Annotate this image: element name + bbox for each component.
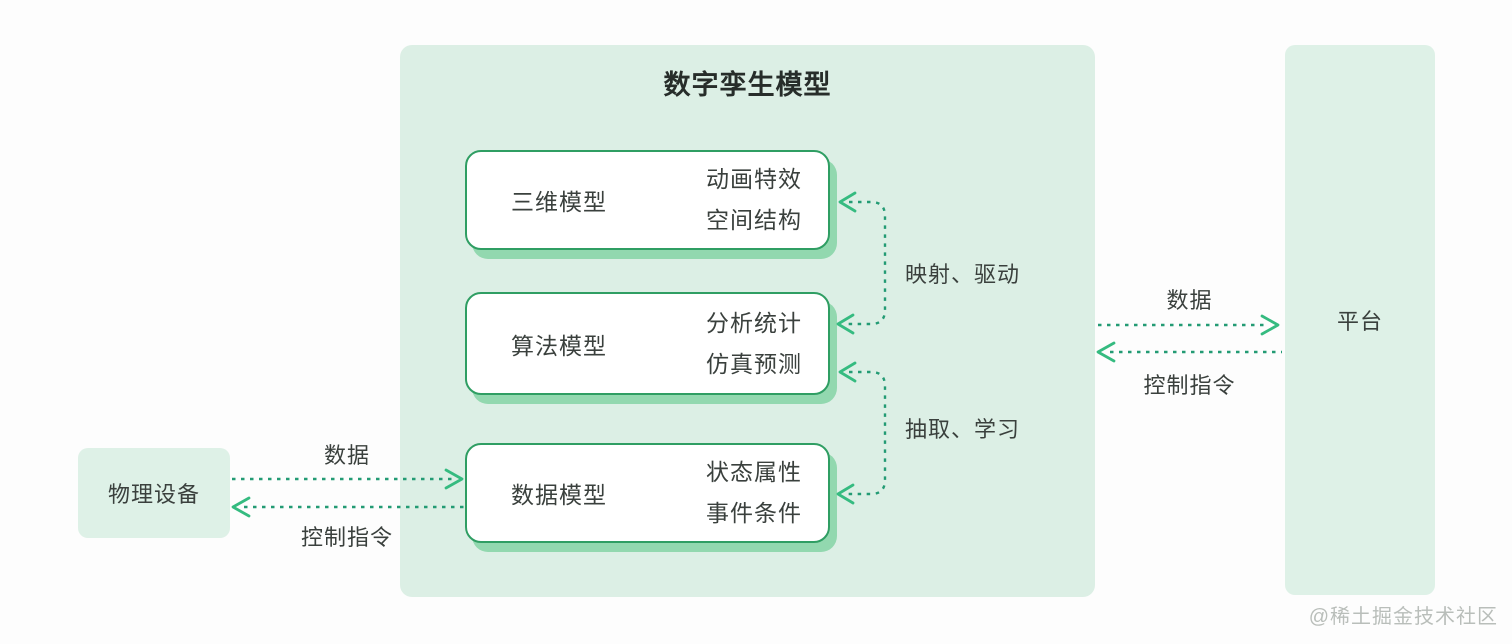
feature-line: 状态属性 <box>706 459 802 485</box>
box-data-model-features: 状态属性 事件条件 <box>706 452 802 534</box>
arrowhead-right-icon <box>1260 314 1280 336</box>
box-3d-model-features: 动画特效 空间结构 <box>706 159 802 241</box>
watermark: @稀土掘金技术社区 <box>1308 606 1498 628</box>
physical-device-node: 物理设备 <box>78 448 230 538</box>
box-algorithm-model: 算法模型 分析统计 仿真预测 <box>465 292 830 395</box>
feature-line: 仿真预测 <box>706 350 802 377</box>
box-data-model-title: 数据模型 <box>511 482 607 508</box>
arrowhead-left-icon <box>1096 341 1116 363</box>
label-mapping-driving: 映射、驱动 <box>905 262 1021 287</box>
diagram-title: 数字孪生模型 <box>663 70 832 100</box>
feature-line: 动画特效 <box>706 166 802 192</box>
feature-line: 分析统计 <box>706 309 802 336</box>
label-left-data: 数据 <box>323 443 370 468</box>
box-3d-model-title: 三维模型 <box>511 189 607 215</box>
physical-device-label: 物理设备 <box>107 482 200 507</box>
label-right-control: 控制指令 <box>1143 373 1236 398</box>
box-3d-model: 三维模型 动画特效 空间结构 <box>465 150 830 250</box>
box-algorithm-model-title: 算法模型 <box>511 332 607 359</box>
label-extract-learn: 抽取、学习 <box>905 417 1021 442</box>
feature-line: 事件条件 <box>706 500 802 526</box>
label-left-control: 控制指令 <box>300 525 393 550</box>
platform-node: 平台 <box>1285 45 1435 595</box>
platform-label: 平台 <box>1336 309 1383 334</box>
box-algorithm-model-features: 分析统计 仿真预测 <box>706 303 802 385</box>
box-data-model: 数据模型 状态属性 事件条件 <box>465 443 830 543</box>
feature-line: 空间结构 <box>706 207 802 233</box>
label-right-data: 数据 <box>1166 288 1213 313</box>
arrowhead-left-icon <box>231 496 251 518</box>
